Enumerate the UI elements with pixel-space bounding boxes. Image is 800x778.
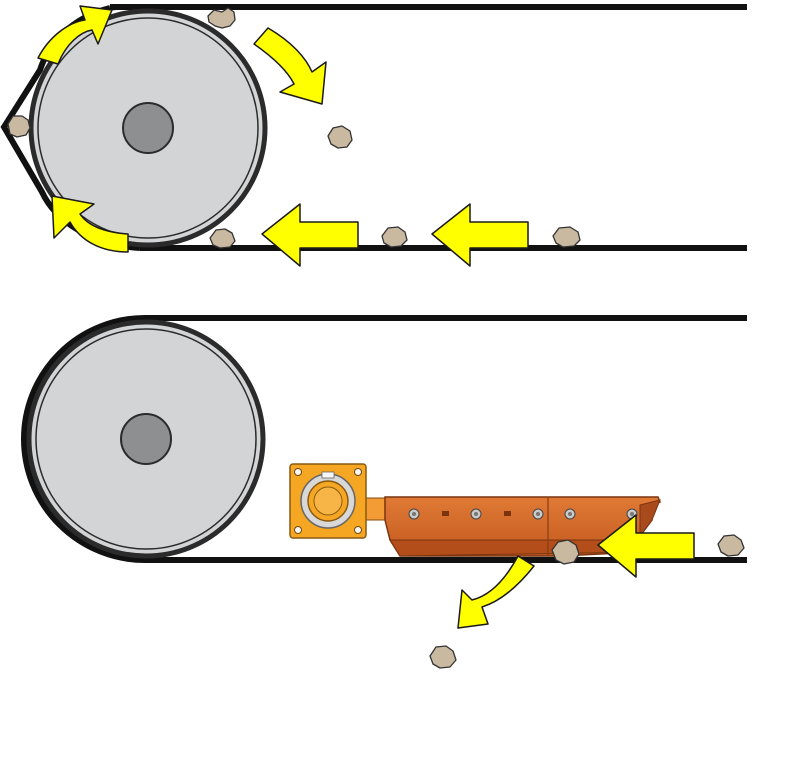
arrow-icon <box>37 5 113 65</box>
debris-icon <box>207 7 236 29</box>
debris-icon <box>429 645 457 669</box>
debris-icon <box>717 534 745 557</box>
pulley-inner-ring <box>35 328 257 550</box>
hub-icon <box>120 413 172 465</box>
arrow-icon <box>253 27 327 105</box>
panel-bottom <box>21 315 747 669</box>
arrow-icon <box>597 514 695 578</box>
panel-top <box>0 4 747 267</box>
slot <box>442 511 449 516</box>
debris-icon <box>381 226 408 248</box>
arrow-icon <box>261 203 359 267</box>
bolt-icon <box>532 508 544 520</box>
debris-icon <box>7 115 31 138</box>
head-pulley-bottom <box>26 319 266 559</box>
belt-pulley-wrap <box>21 315 146 563</box>
hub-icon <box>122 102 174 154</box>
flow-arrows-bottom <box>457 514 695 629</box>
secondary-belt-cleaner <box>289 463 661 557</box>
bolt-icon <box>470 508 482 520</box>
bolt-icon <box>564 508 576 520</box>
pulley-inner-ring <box>37 17 259 239</box>
bolt-icon <box>408 508 420 520</box>
slot <box>504 511 511 516</box>
arrow-icon <box>431 203 529 267</box>
debris-icon <box>327 125 353 149</box>
debris-icon <box>551 539 580 565</box>
carryback-debris-top <box>7 7 581 249</box>
arrow-icon <box>51 195 129 253</box>
arrow-icon <box>457 555 535 629</box>
mounting-bolts <box>408 508 638 520</box>
head-pulley-top <box>28 8 268 248</box>
conveyor-belt-bottom <box>21 315 747 563</box>
tensioner-icon <box>289 463 367 539</box>
flow-arrows-top <box>37 5 529 267</box>
debris-icon <box>209 228 236 249</box>
carryback-debris-bottom <box>429 534 745 669</box>
scraper-blade-tip <box>639 499 661 538</box>
debris-icon <box>552 226 581 248</box>
